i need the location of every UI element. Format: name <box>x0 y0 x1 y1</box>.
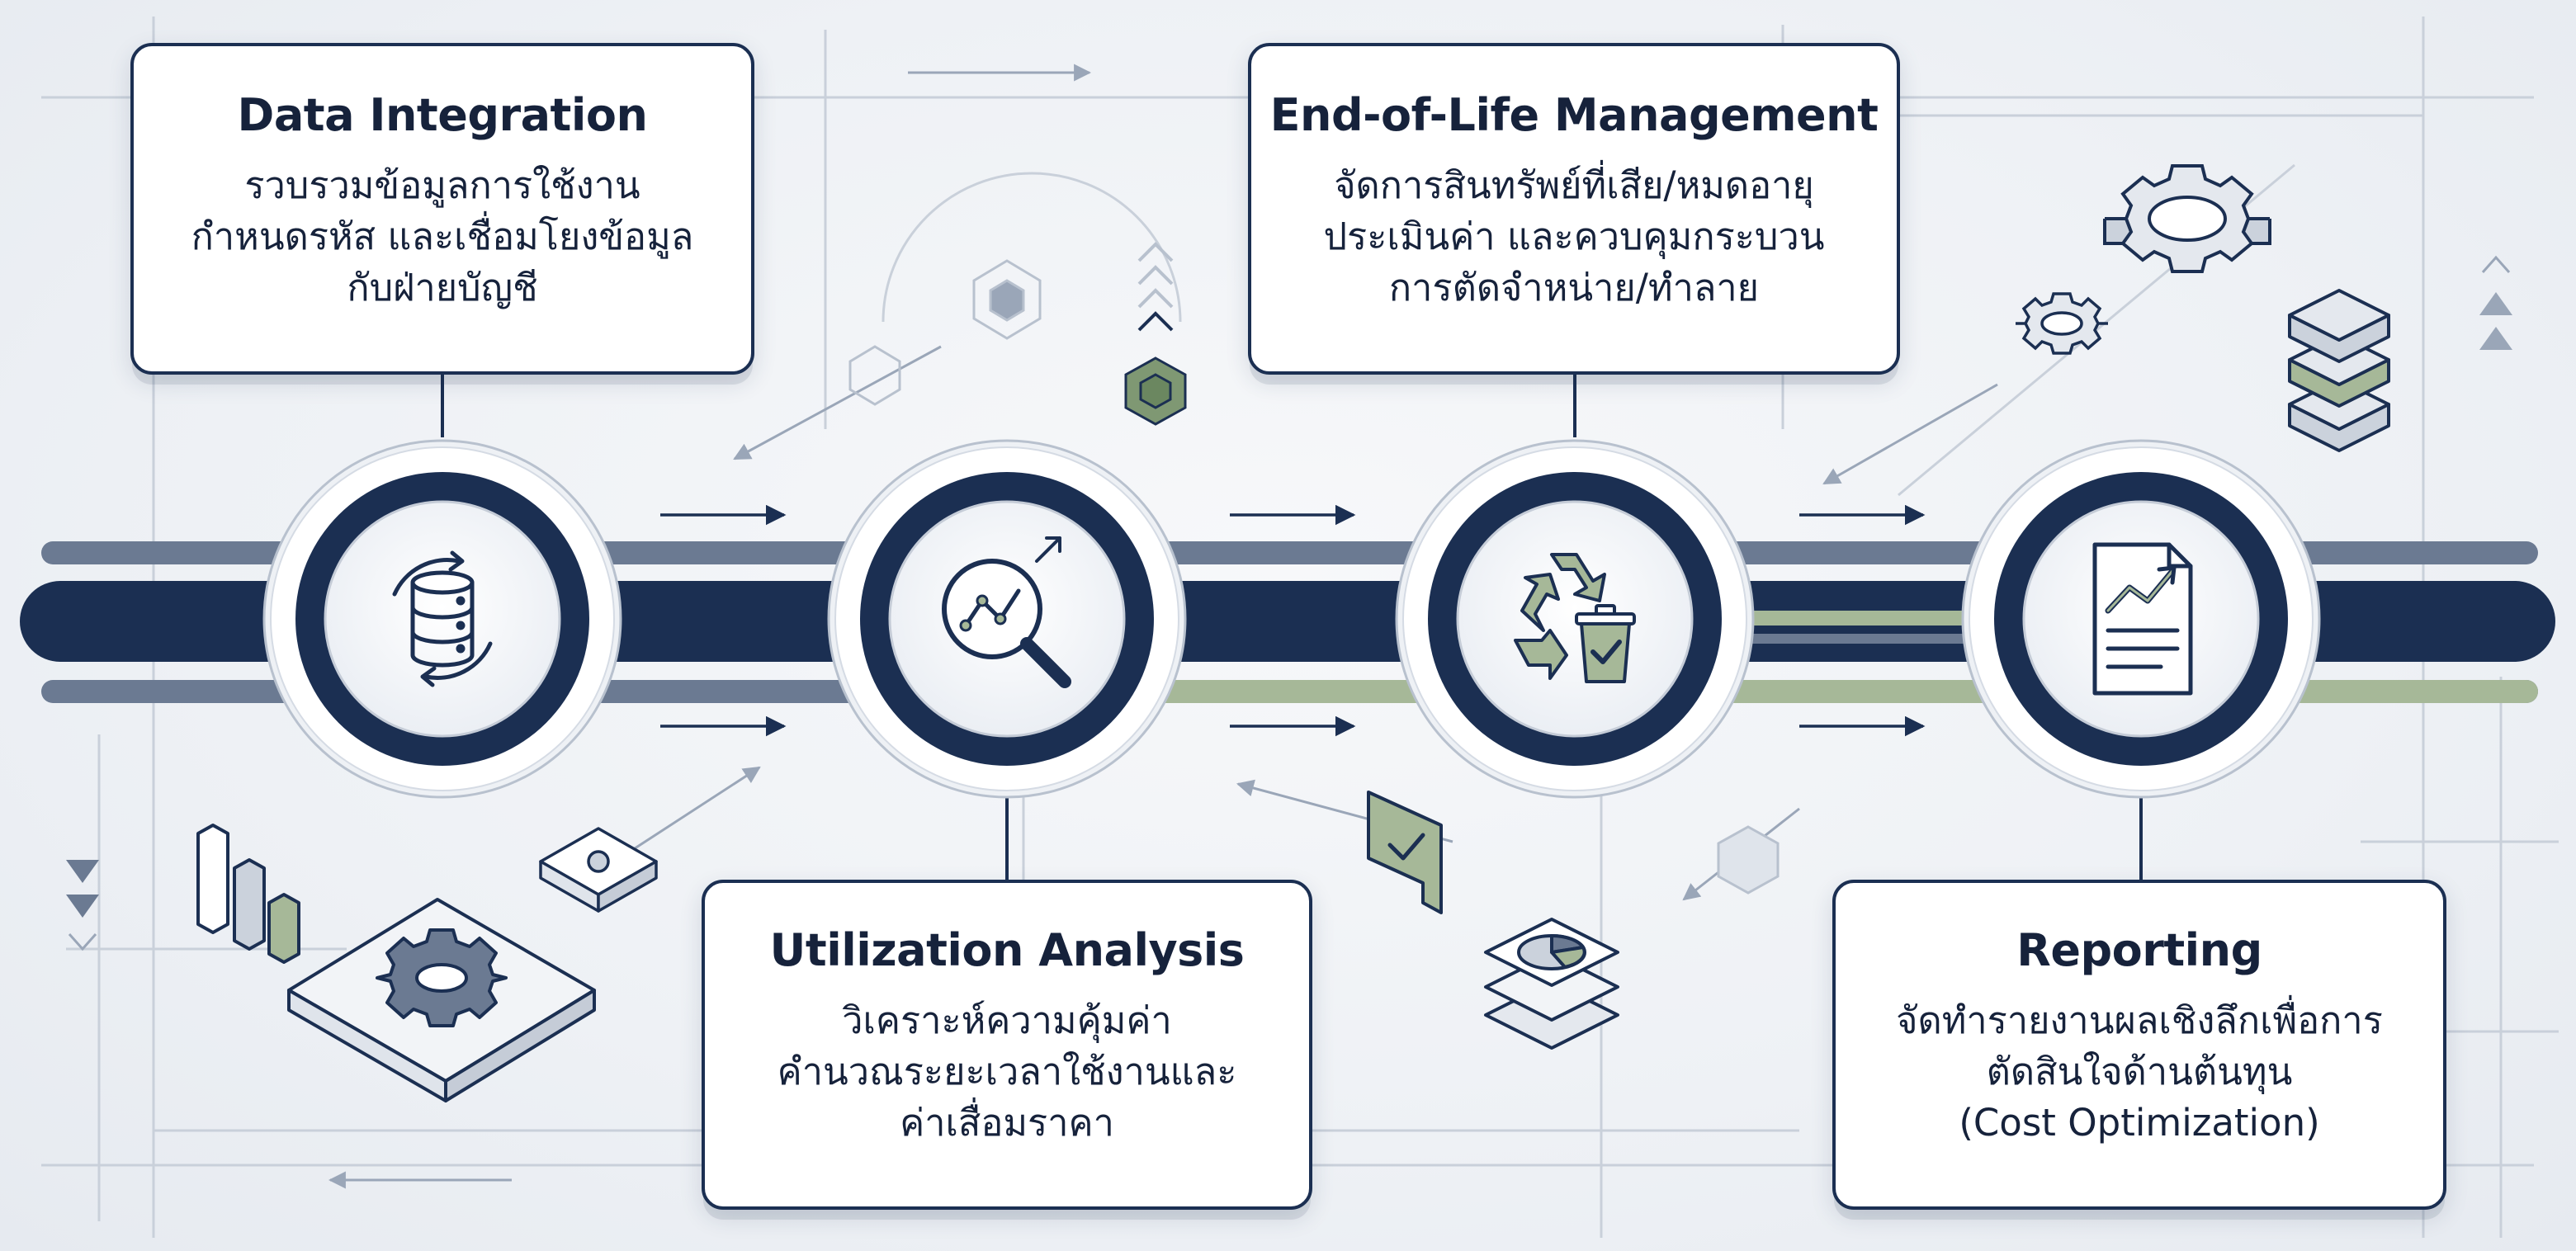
stage-description-line: การตัดจำหน่าย/ทำลาย <box>1388 266 1760 309</box>
stage-description-line: (Cost Optimization) <box>1959 1101 2320 1145</box>
stage-card-end-of-life-management: End-of-Life Management จัดการสินทรัพย์ที… <box>1248 43 1900 375</box>
stage-description-line: ประเมินค่า และควบคุมกระบวน <box>1323 215 1825 258</box>
triangle-arrow-icon <box>66 860 99 951</box>
platform-gear-icon <box>287 898 596 1102</box>
stage-description-line: วิเคราะห์ความคุ้มค่า <box>842 998 1172 1042</box>
cube-gear-icon <box>539 827 658 913</box>
stage-description-line: ค่าเสื่อมราคา <box>900 1101 1114 1145</box>
stage-description-line: กำหนดรหัส และเชื่อมโยงข้อมูล <box>191 215 694 258</box>
stage-description-line: ตัดสินใจด้านต้นทุน <box>1986 1050 2293 1093</box>
stage-description-line: จัดการสินทรัพย์ที่เสีย/หมดอายุ <box>1334 163 1814 207</box>
connectors <box>441 375 2143 880</box>
pie-layers-icon <box>1484 918 1619 1050</box>
stage-title: Data Integration <box>237 89 648 141</box>
stage-title: End-of-Life Management <box>1269 89 1879 141</box>
chat-check-icon <box>1367 791 1443 914</box>
magnifier-analytics-icon <box>942 536 1071 688</box>
stage-card-reporting: Reporting จัดทำรายงานผลเชิงลึกเพื่อการ ต… <box>1832 880 2446 1210</box>
flow-arrows <box>660 504 1926 737</box>
stage-description-line: กับฝ่ายบัญชี <box>347 266 538 309</box>
bar-chart-icon <box>196 824 300 964</box>
recycle-bin-icon <box>1514 553 1636 683</box>
stage-card-utilization-analysis: Utilization Analysis วิเคราะห์ความคุ้มค่… <box>702 880 1312 1210</box>
chevron-stack-icon <box>1137 242 1174 332</box>
hexagon-icon <box>848 259 1780 895</box>
hexagon-icon <box>1124 356 1187 426</box>
timeline <box>20 541 2555 703</box>
stage-description-line: รวบรวมข้อมูลการใช้งาน <box>244 163 640 207</box>
stage-description-line: จัดทำรายงานผลเชิงลึกเพื่อการ <box>1896 998 2383 1042</box>
stage-description-line: คำนวณระยะเวลาใช้งานและ <box>777 1050 1237 1093</box>
stage-card-data-integration: Data Integration รวบรวมข้อมูลการใช้งาน ก… <box>130 43 754 375</box>
stage-title: Utilization Analysis <box>769 924 1245 976</box>
database-sync-icon <box>392 550 493 687</box>
server-stack-icon <box>2288 289 2390 452</box>
report-chart-icon <box>2092 542 2193 696</box>
gear-icon <box>2016 292 2108 355</box>
triangle-arrow-icon <box>2479 255 2512 350</box>
gear-icon <box>2103 164 2271 273</box>
stage-title: Reporting <box>2016 924 2262 976</box>
